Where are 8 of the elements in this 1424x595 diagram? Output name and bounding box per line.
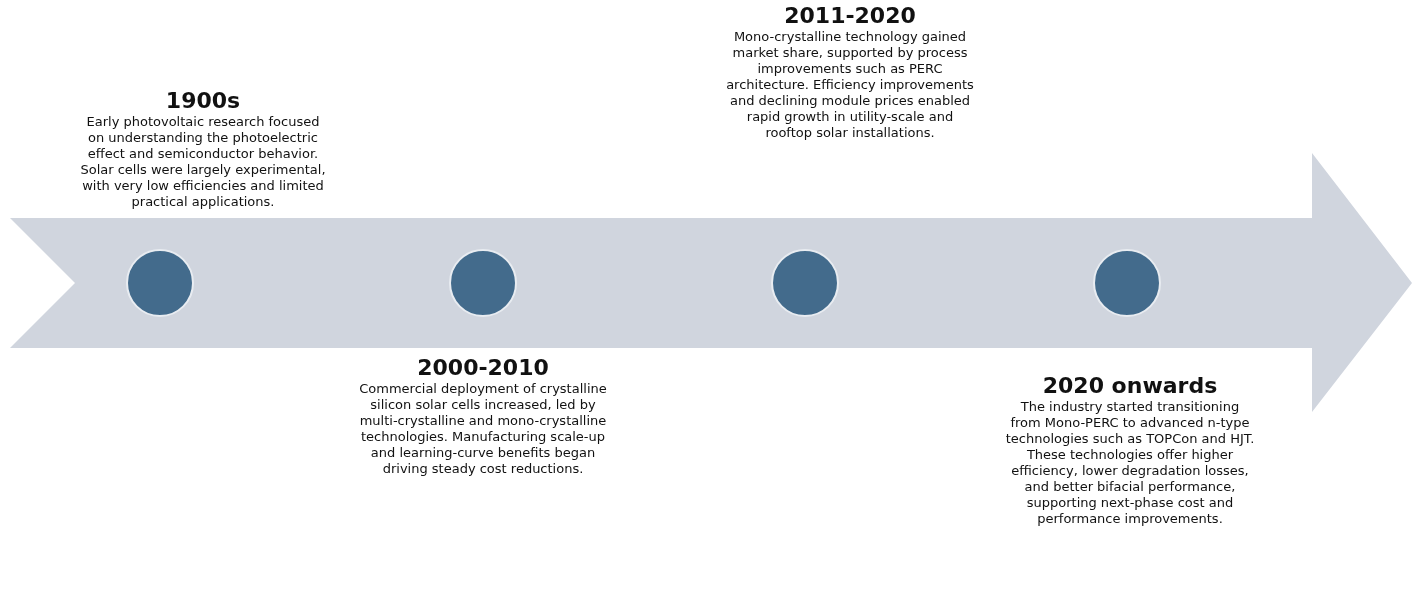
year-heading: 2011-2020 — [783, 3, 917, 29]
year-heading: 1900s — [164, 88, 242, 114]
milestone-description: Early photovoltaic research focused on understanding the photoelectric effect and semiconductor behavior. Solar cells were largely experimental, with very low efficiencies and limited practical applications. — [79, 114, 327, 210]
milestone-description: Mono-crystalline technology gained market share, supported by process improvements such as PERC architecture. Efficiency improvements and declining module prices enabled rapid growth in utility-scale and rooftop solar installations. — [725, 29, 975, 141]
year-heading: 2020 onwards — [1041, 373, 1219, 399]
year-heading: 2000-2010 — [416, 355, 550, 381]
milestone-description: The industry started transitioning from Mono-PERC to advanced n-type technologies such as TOPCon and HJT. These technologies offer higher efficiency, lower degradation losses, and better bifacial performance, supporting next-phase cost and performance improvements. — [1005, 399, 1255, 527]
milestone-description: Commercial deployment of crystalline silicon solar cells increased, led by multi-crystalline and mono-crystalline technologies. Manufacturing scale-up and learning-curve benefits began driving steady cost reductions. — [358, 381, 608, 477]
